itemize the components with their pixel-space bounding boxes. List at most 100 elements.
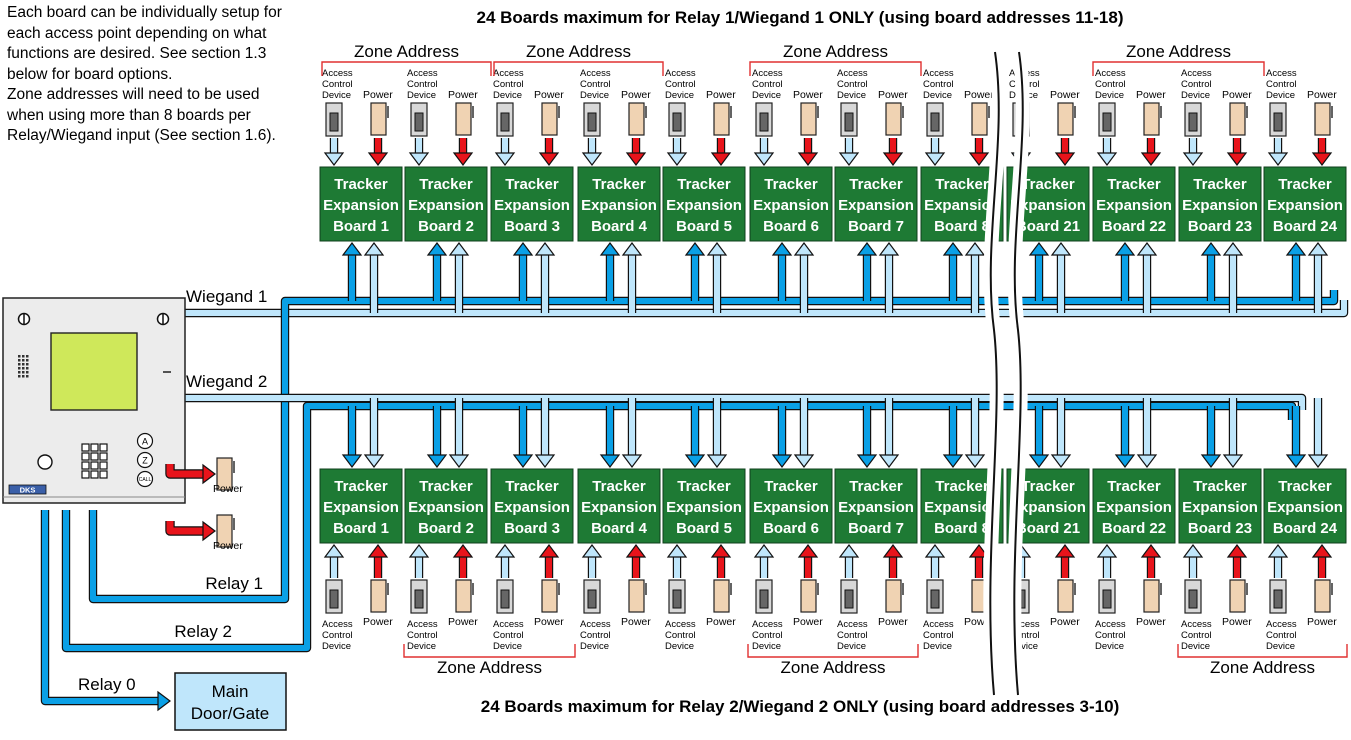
note-boards-setup: Each board can be individually setup for…: [7, 4, 282, 83]
board-subtitle: Expansion: [1010, 499, 1086, 516]
brand-logo-plate: [8, 484, 47, 495]
top-wiegand-arrow-6-head: [878, 242, 900, 256]
relay0-label: Relay 0: [78, 675, 136, 694]
power-label: Power: [1050, 616, 1080, 628]
expansion-board: [1263, 166, 1347, 242]
acd-label-line2: Control: [407, 630, 438, 641]
top-wiegand-arrow-4-head: [706, 242, 728, 256]
speaker-grille-dot: [22, 375, 25, 378]
board-number-label: Board 7: [848, 218, 904, 235]
acd-label-line2: Control: [752, 630, 783, 641]
device-slot: [587, 589, 597, 609]
expansion-board: [404, 166, 488, 242]
device-slot: [844, 589, 854, 609]
panel-button-1: [136, 451, 154, 469]
device-slot: [672, 589, 682, 609]
acd-arrow-bottom-11-head: [1267, 544, 1289, 558]
board-subtitle: Expansion: [323, 499, 399, 516]
bottom-title: 24 Boards maximum for Relay 2/Wiegand 2 …: [481, 697, 1120, 716]
keypad-key: [81, 452, 90, 461]
acd-label-line1: Access: [665, 619, 696, 630]
top-relay-arrow-9-head: [1114, 242, 1136, 256]
power-supply: [713, 102, 730, 136]
power-label: Power: [1222, 616, 1252, 628]
acd-label-line2: Control: [1181, 630, 1212, 641]
panel-button-label-2: CALL: [139, 477, 152, 483]
board-subtitle: Expansion: [581, 499, 657, 516]
device-slot: [930, 112, 940, 132]
top-relay-arrow-6-head: [856, 242, 878, 256]
acd-label-line2: Control: [1266, 630, 1297, 641]
top-title: 24 Boards maximum for Relay 1/Wiegand 1 …: [476, 8, 1123, 27]
panel-button-0: [136, 432, 154, 450]
device-slot: [414, 589, 424, 609]
board-title: Tracker: [935, 176, 989, 193]
board-title: Tracker: [419, 478, 473, 495]
panel-display-screen: [50, 332, 138, 411]
acd-label-line1: Access: [837, 619, 868, 630]
board-subtitle: Expansion: [323, 197, 399, 214]
acd-arrow-bottom-10-head: [1182, 544, 1204, 558]
top-relay-arrow-7-head: [942, 242, 964, 256]
main-door-line2: Door/Gate: [191, 704, 269, 723]
break-marks: [983, 50, 1030, 696]
bottom-relay-arrow-9-head: [1114, 454, 1136, 468]
break-line-1: [1013, 51, 1024, 696]
acd-arrow-top-2-head: [494, 152, 516, 166]
top-wiegand-arrow-3-head: [621, 242, 643, 256]
power-supply: [370, 579, 387, 613]
device-slot: [500, 589, 510, 609]
power-arrow-bottom-5-head: [797, 544, 819, 558]
top-wiegand-arrow-0-head: [363, 242, 385, 256]
acd-arrow-top-11-head: [1267, 152, 1289, 166]
board-title: Tracker: [592, 478, 646, 495]
power-arrow-bottom-7-head: [968, 544, 990, 558]
power-supply: [713, 579, 730, 613]
device-slot: [329, 589, 339, 609]
power-arrow-bottom-4-head: [710, 544, 732, 558]
board-number-label: Board 4: [591, 218, 648, 235]
acd-label-line2: Control: [1009, 630, 1040, 641]
acd-label-line2: Control: [322, 79, 353, 90]
acd-label-line3: Device: [923, 641, 952, 652]
acd-label-line1: Access: [923, 68, 954, 79]
power-label: Power: [1136, 89, 1166, 101]
acd-label-line2: Control: [1181, 79, 1212, 90]
power-supply: [885, 102, 902, 136]
panel-power-line-0: [166, 464, 203, 478]
camera-lens: [37, 454, 53, 470]
power-supply: [1057, 102, 1074, 136]
acd-label-line2: Control: [665, 79, 696, 90]
bottom-relay-arrow-11-head: [1285, 454, 1307, 468]
board-subtitle: Expansion: [924, 499, 1000, 516]
top-wiegand-arrow-10-head: [1222, 242, 1244, 256]
power-arrow-bottom-6-head: [882, 544, 904, 558]
device-slot: [930, 589, 940, 609]
acd-arrow-top-10-head: [1182, 152, 1204, 166]
bottom-relay-arrow-0-head: [341, 454, 363, 468]
board-title: Tracker: [1107, 176, 1161, 193]
acd-label-line1: Access: [1009, 619, 1040, 630]
expansion-board: [1092, 166, 1176, 242]
board-subtitle: Expansion: [408, 499, 484, 516]
board-number-label: Board 23: [1188, 520, 1252, 537]
power-arrow-top-9-head: [1140, 152, 1162, 166]
description-notes: Each board can be individually setup for…: [7, 3, 292, 147]
acd-label-line1: Access: [580, 68, 611, 79]
panel-button-label-0: A: [142, 437, 148, 447]
acd-label-line3: Device: [1266, 641, 1295, 652]
acd-label-line3: Device: [1266, 90, 1295, 101]
acd-label-line3: Device: [580, 641, 609, 652]
speaker-grille-dot: [18, 355, 21, 358]
power-arrow-top-5-head: [797, 152, 819, 166]
keypad-key: [81, 443, 90, 452]
acd-label-line3: Device: [322, 90, 351, 101]
keypad-key: [90, 443, 99, 452]
board-number-label: Board 8: [934, 218, 990, 235]
board-number-label: Board 22: [1102, 218, 1166, 235]
acd-label-line1: Access: [1181, 619, 1212, 630]
board-number-label: Board 24: [1273, 520, 1338, 537]
expansion-board: [749, 468, 833, 544]
board-title: Tracker: [1021, 478, 1075, 495]
